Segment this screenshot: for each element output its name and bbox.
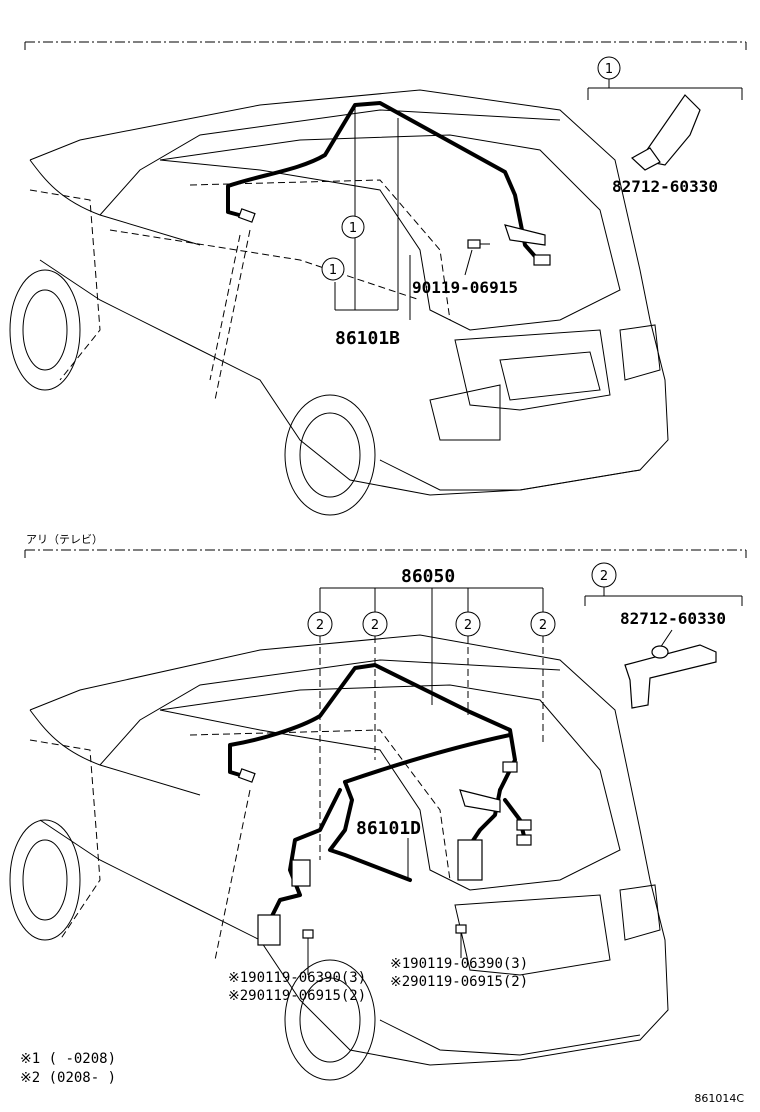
harness-86101d-wire-cross	[343, 733, 512, 784]
ref-circle-2-a: 2	[307, 611, 333, 637]
ref-circle-2-c: 2	[455, 611, 481, 637]
svg-text:2: 2	[539, 618, 547, 633]
amplifier-left-upper	[291, 859, 311, 887]
clip-inset-2: 2 82712-60330	[584, 562, 743, 709]
callout-right-line2[interactable]: ※290119-06915(2)	[390, 974, 528, 990]
bolt-90119-06915-top	[467, 239, 490, 249]
svg-text:2: 2	[316, 618, 324, 633]
bottom-section: アリ（テレビ）	[9, 533, 747, 1081]
callout-right-line1[interactable]: ※190119-06390(3)	[390, 956, 528, 972]
bracket-top	[504, 224, 546, 246]
svg-text:1: 1	[349, 221, 357, 236]
harness-connector-left	[237, 208, 256, 223]
ref-circle-2-b: 2	[362, 611, 388, 637]
footnote-2: ※2 (0208- )	[20, 1070, 116, 1086]
part-label-82712-60330-bottom[interactable]: 82712-60330	[620, 609, 726, 628]
variant-header: アリ（テレビ）	[26, 533, 103, 546]
clip-82712-60330-top	[638, 94, 701, 166]
harness-86101b-wire	[226, 101, 542, 264]
svg-text:1: 1	[329, 263, 337, 278]
callout-left-line2[interactable]: ※290119-06915(2)	[228, 988, 366, 1004]
figure-code: 861014C	[694, 1092, 744, 1105]
svg-text:2: 2	[371, 618, 379, 633]
harness-86101d-wire-left	[268, 788, 342, 922]
svg-text:2: 2	[464, 618, 472, 633]
amplifier-left-lower	[257, 914, 281, 946]
footnote-1: ※1 ( -0208)	[20, 1051, 116, 1067]
harness-connector-right	[533, 254, 551, 266]
harness-86101d-wire-lower	[328, 780, 412, 882]
harness-d-connector-left	[237, 768, 256, 783]
ref-circle-1-a: 1	[341, 215, 365, 239]
bolt-right	[455, 924, 467, 934]
top-vehicle-outline	[9, 89, 669, 516]
bracket-bottom	[459, 789, 501, 813]
connector-right-c	[502, 761, 518, 773]
harness-86101d-wire-upper	[228, 663, 517, 792]
connector-right-a	[516, 819, 532, 831]
svg-text:2: 2	[600, 569, 608, 584]
bolt-left	[302, 929, 314, 939]
part-label-86101b[interactable]: 86101B	[335, 328, 400, 349]
bottom-vehicle-outline	[9, 634, 669, 1081]
part-label-86101d[interactable]: 86101D	[356, 818, 421, 839]
top-section: 1 1 86101B 90119-06915 1 82712-60330	[9, 41, 747, 516]
part-label-82712-60330-top[interactable]: 82712-60330	[612, 177, 718, 196]
svg-text:1: 1	[605, 62, 613, 77]
part-label-86050[interactable]: 86050	[401, 566, 455, 587]
ref-circle-1-b: 1	[321, 257, 345, 281]
connector-right-b	[516, 834, 532, 846]
clip-inset-1: 1 82712-60330	[587, 56, 743, 196]
clip-82712-60330-bottom	[624, 644, 717, 709]
amplifier-right	[457, 839, 483, 881]
leader-bolt-top	[464, 249, 473, 276]
ref-circle-2-d: 2	[530, 611, 556, 637]
part-label-90119-06915-top[interactable]: 90119-06915	[412, 278, 518, 297]
callout-left-line1[interactable]: ※190119-06390(3)	[228, 970, 366, 986]
